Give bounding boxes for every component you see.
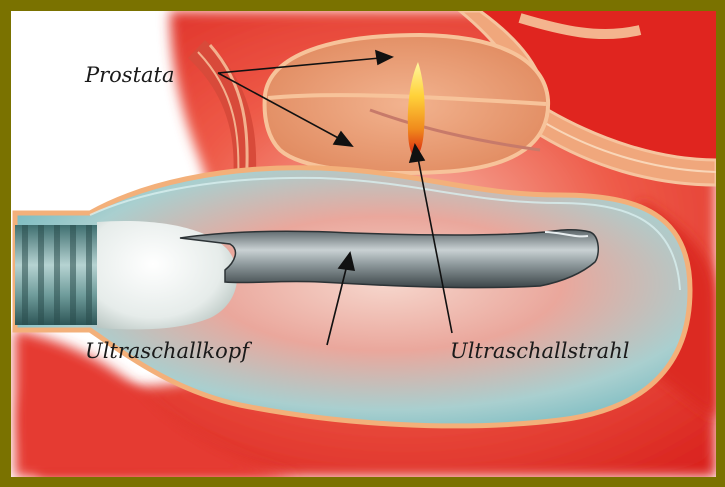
label-ultraschallstrahl: Ultraschallstrahl (450, 339, 629, 363)
probe-handle (15, 225, 97, 325)
prostate-gland (265, 35, 549, 173)
label-ultraschallkopf: Ultraschallkopf (85, 339, 252, 363)
ultrasound-probe-head (180, 230, 598, 288)
label-prostata: Prostata (84, 63, 175, 87)
